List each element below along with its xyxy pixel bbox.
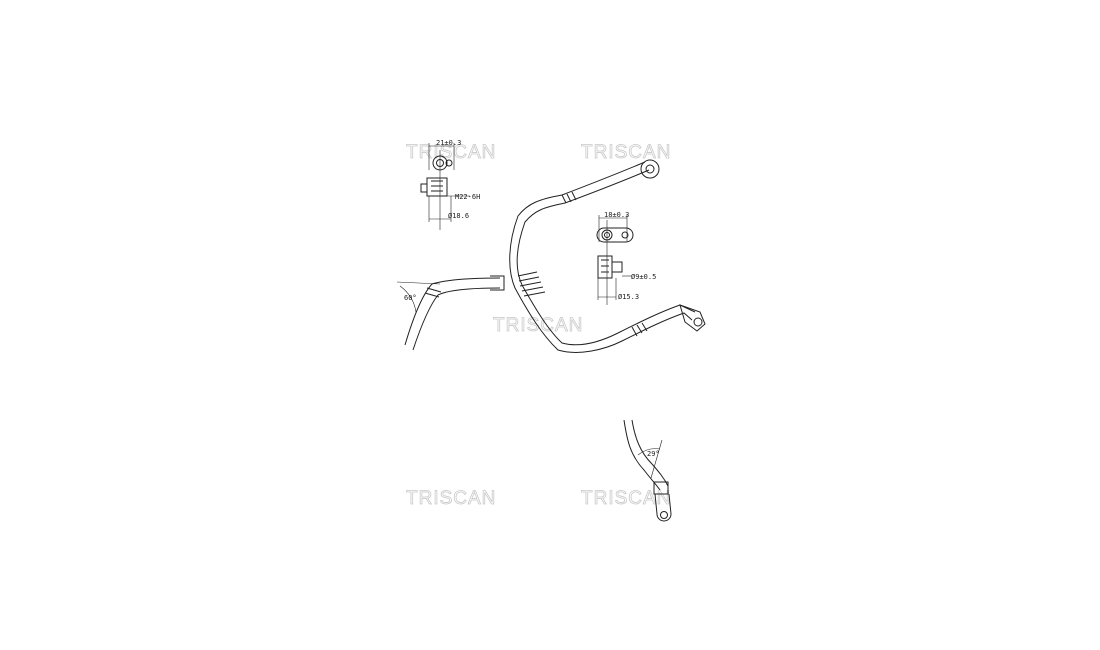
watermark-top-right: TRISCAN [581, 142, 671, 163]
watermark-bottom-right: TRISCAN [581, 488, 671, 509]
main-hose [509, 159, 706, 353]
fitting-b-detail: 18±0.3 Ø9±0.5 Ø15.3 [596, 211, 656, 305]
fitting-a-width-label: 21±0.3 [436, 139, 461, 147]
left-angle-view: 60° [396, 275, 505, 351]
watermark-bottom-left: TRISCAN [406, 488, 496, 509]
right-angle-label: 29° [647, 450, 660, 458]
fitting-b-dia-label: Ø15.3 [618, 293, 639, 301]
fitting-b-inner-label: Ø9±0.5 [631, 273, 656, 281]
watermark-top-left: TRISCAN [406, 142, 496, 163]
fitting-a-dia-label: Ø18.6 [448, 212, 469, 220]
right-angle-view: 29° [623, 419, 672, 522]
fitting-b-width-label: 18±0.3 [604, 211, 629, 219]
fitting-a-detail: 21±0.3 M22-6H Ø18.6 [420, 139, 480, 230]
fitting-a-thread-label: M22-6H [455, 193, 480, 201]
left-angle-label: 60° [404, 294, 417, 302]
